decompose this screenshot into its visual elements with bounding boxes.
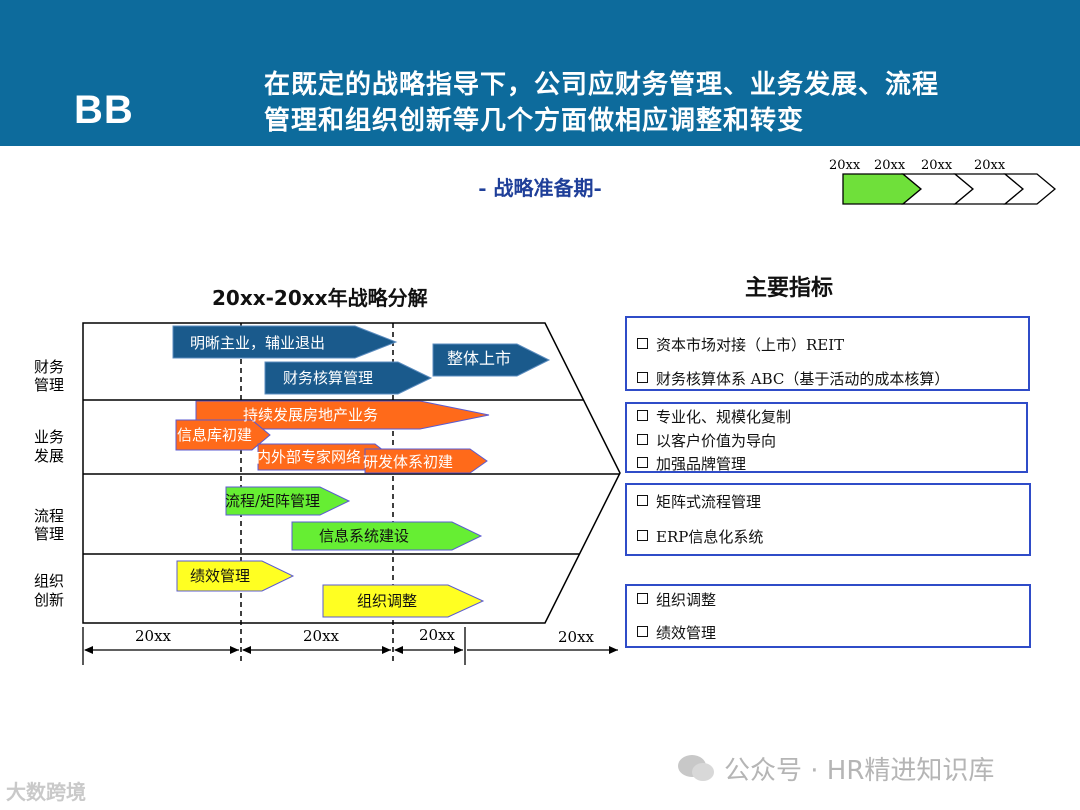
section-subtitle: - 战略准备期- xyxy=(478,176,602,200)
row-label-org-2: 创新 xyxy=(34,591,64,609)
row-label-org: 组织 xyxy=(34,572,64,590)
indicator-box-business: 专业化、规模化复制 以客户价值为导向 加强品牌管理 xyxy=(625,402,1028,473)
arrow-shape-9 xyxy=(291,521,483,551)
header-banner: BB 在既定的战略指导下，公司应财务管理、业务发展、流程 管理和组织创新等几个方… xyxy=(0,0,1080,146)
arrow-label-5: 信息库初建 xyxy=(177,426,252,444)
arrow-shape-8 xyxy=(225,486,351,516)
timeline-label-4: 20xx xyxy=(558,628,595,646)
arrow-shape-5 xyxy=(175,419,271,451)
arrow-shape-3 xyxy=(432,343,551,377)
phase-chevron-4 xyxy=(1003,173,1057,205)
row-label-business: 业务 xyxy=(34,428,64,446)
arrow-label-4: 持续发展房地产业务 xyxy=(243,406,378,424)
timeline-label-1: 20xx xyxy=(135,627,172,645)
row-label-finance: 财务 xyxy=(34,358,64,376)
chart-frame xyxy=(82,322,621,624)
indicator-item: 矩阵式流程管理 xyxy=(637,491,761,512)
checkbox-icon xyxy=(637,593,648,604)
arrow-label-2: 财务核算管理 xyxy=(283,369,373,387)
row-label-business-2: 发展 xyxy=(34,447,64,465)
indicator-item: 加强品牌管理 xyxy=(637,453,746,474)
task-arrows: 明晰主业，辅业退出 财务核算管理 整体上市 持续发展房地产业务 信息库初建 内外… xyxy=(172,325,551,618)
phase-label-1: 20xx xyxy=(829,158,861,173)
arrow-label-9: 信息系统建设 xyxy=(319,527,409,545)
arrow-shape-7 xyxy=(364,448,488,474)
wechat-icon xyxy=(678,755,714,781)
row-label-finance-2: 管理 xyxy=(34,376,64,394)
checkbox-icon xyxy=(637,434,648,445)
arrow-label-11: 组织调整 xyxy=(357,592,417,610)
timeline-label-3: 20xx xyxy=(419,626,456,644)
timeline: 20xx 20xx 20xx 20xx xyxy=(82,626,618,665)
indicator-item: 组织调整 xyxy=(637,589,716,610)
phase-label-4: 20xx xyxy=(974,158,1006,173)
arrow-label-10: 绩效管理 xyxy=(190,567,250,585)
arrow-shape-10 xyxy=(176,560,295,592)
timeline-label-2: 20xx xyxy=(303,627,340,645)
page-title-line-1: 在既定的战略指导下，公司应财务管理、业务发展、流程 xyxy=(264,70,940,100)
row-label-process: 流程 xyxy=(34,507,64,525)
arrow-label-7: 研发体系初建 xyxy=(363,453,453,471)
indicator-box-process: 矩阵式流程管理 ERP信息化系统 xyxy=(625,483,1031,556)
checkbox-icon xyxy=(637,338,648,349)
chart-title: 20xx-20xx年战略分解 xyxy=(212,286,428,310)
phase-chevrons: 20xx 20xx 20xx 20xx xyxy=(829,158,1057,205)
indicator-item: 绩效管理 xyxy=(637,622,716,643)
arrow-shape-2 xyxy=(264,361,433,395)
indicator-box-finance: 资本市场对接（上市）REIT 财务核算体系 ABC（基于活动的成本核算） xyxy=(625,316,1030,391)
page-title-line-2: 管理和组织创新等几个方面做相应调整和转变 xyxy=(264,106,805,136)
corner-watermark: 大数跨境 xyxy=(6,780,86,804)
phase-label-3: 20xx xyxy=(921,158,953,173)
checkbox-icon xyxy=(637,457,648,468)
indicator-item: 以客户价值为导向 xyxy=(637,430,776,451)
arrow-shape-1 xyxy=(172,325,398,359)
indicator-item: 专业化、规模化复制 xyxy=(637,406,791,427)
checkbox-icon xyxy=(637,530,648,541)
phase-label-2: 20xx xyxy=(874,158,906,173)
logo: BB xyxy=(74,88,134,132)
watermark: 公众号 · HR精进知识库 xyxy=(724,756,995,786)
checkbox-icon xyxy=(637,372,648,383)
arrow-label-8: 流程/矩阵管理 xyxy=(225,492,320,510)
arrow-label-6: 内外部专家网络 xyxy=(256,448,361,466)
indicator-box-org: 组织调整 绩效管理 xyxy=(625,584,1031,648)
indicators-title: 主要指标 xyxy=(745,276,834,301)
checkbox-icon xyxy=(637,626,648,637)
row-label-process-2: 管理 xyxy=(34,525,64,543)
arrow-shape-11 xyxy=(322,584,485,618)
indicator-item: 财务核算体系 ABC（基于活动的成本核算） xyxy=(637,368,949,389)
arrow-label-1: 明晰主业，辅业退出 xyxy=(190,334,325,352)
checkbox-icon xyxy=(637,495,648,506)
indicator-item: ERP信息化系统 xyxy=(637,526,763,547)
arrow-label-3: 整体上市 xyxy=(447,349,511,368)
checkbox-icon xyxy=(637,410,648,421)
indicator-item: 资本市场对接（上市）REIT xyxy=(637,334,844,355)
